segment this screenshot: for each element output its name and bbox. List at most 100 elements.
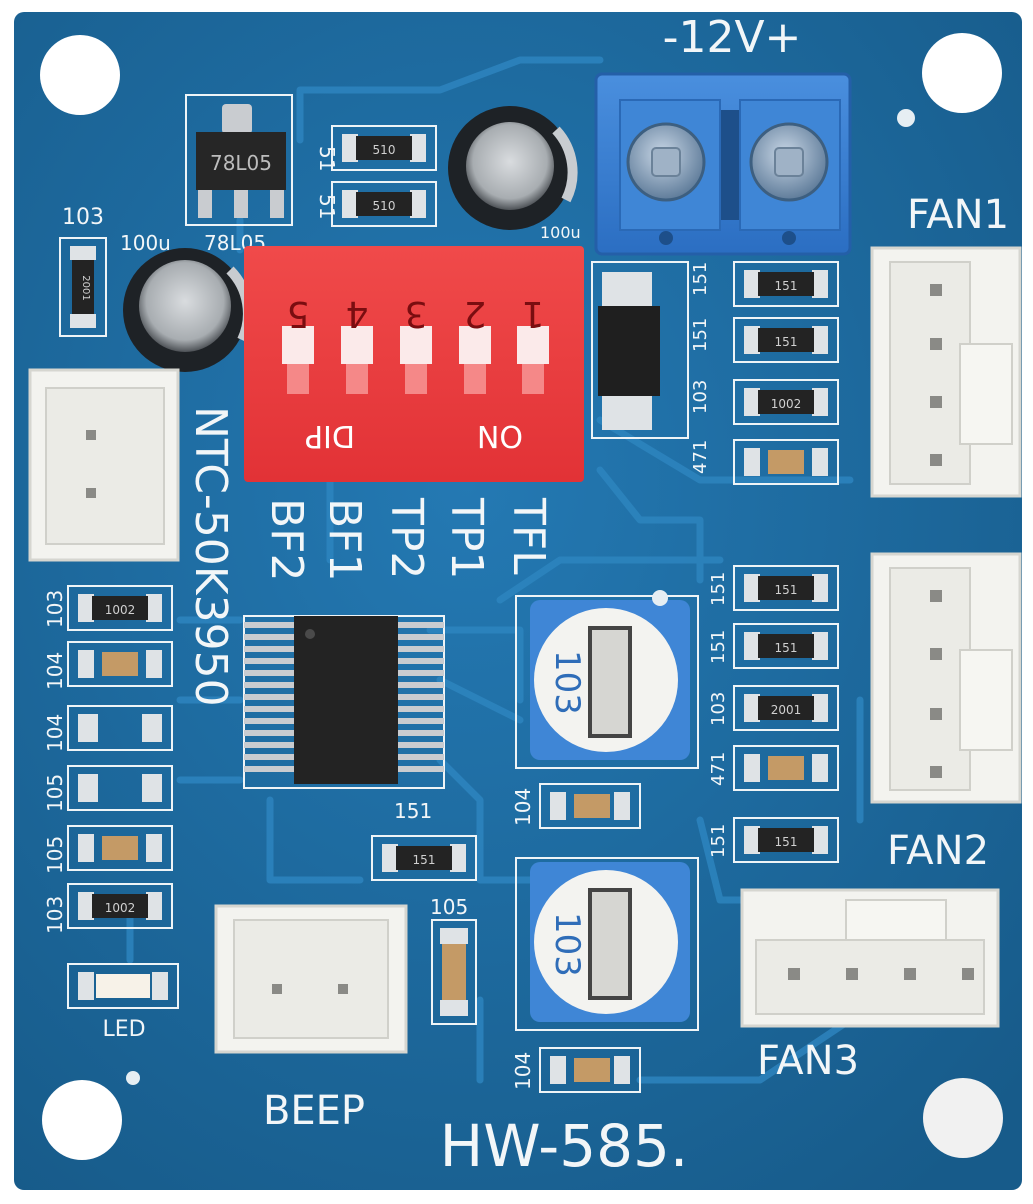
svg-text:103: 103 [43,896,67,934]
dip-switch-3[interactable] [400,326,432,394]
regulator-marking: 78L05 [210,151,272,175]
svg-text:151: 151 [775,279,798,293]
power-label: -12V+ [663,12,802,63]
mounting-hole-bl [42,1080,122,1160]
fan1-connector[interactable] [870,246,1022,498]
resistor-top-1: 510 [331,125,437,171]
mounting-holes [40,33,1003,1160]
svg-text:151: 151 [775,583,798,597]
mounting-hole-tr [922,33,1002,113]
resistor-103-top: 2001 [59,237,107,337]
mounting-hole-tl [40,35,120,115]
dip-number-4: 4 [346,293,369,334]
fan2-r3: 2001 [733,685,839,731]
cap-104b-label: 104 [511,1052,535,1090]
r103-top-code: 2001 [80,275,91,300]
fan3-connector[interactable] [740,888,1000,1028]
fan2-r1: 151 [733,565,839,611]
dip-number-5: 5 [287,293,310,334]
pot1-marking: 103 [547,650,587,715]
left-c3 [67,765,173,811]
fan2-r2: 151 [733,623,839,669]
svg-text:151: 151 [708,630,729,664]
fan3-label: FAN3 [757,1038,859,1084]
svg-text:471: 471 [690,440,711,474]
svg-text:1002: 1002 [771,397,802,411]
fan2-connector[interactable] [870,552,1022,804]
dip-number-2: 2 [464,293,487,334]
fan1-r2: 151 [733,317,839,363]
fan3-r-label: 151 [708,824,729,858]
svg-text:104: 104 [43,714,67,752]
microcontroller-ic [243,615,445,789]
dip-switch-1[interactable] [517,326,549,394]
capacitor-left [123,248,253,372]
dip-number-1: 1 [522,293,545,334]
mounting-hole-br [923,1078,1003,1158]
left-c2 [67,705,173,751]
svg-text:151: 151 [690,262,711,296]
capacitor-top [448,106,578,230]
r-top-2-label: 51 [315,194,339,219]
beep-label: BEEP [263,1088,365,1134]
fn-label-tp2: TP2 [381,497,432,579]
pcb-traces [126,56,884,1084]
r103-top-label: 103 [62,205,104,230]
fan2-c1 [733,745,839,791]
fan1-label: FAN1 [907,192,1009,238]
status-led [67,963,179,1009]
dip-on-label: ON [477,418,523,453]
fan3-r-code: 151 [775,835,798,849]
cap-104a-label: 104 [511,788,535,826]
board-model-label: HW-585. [440,1112,689,1180]
ntc-label: NTC-50K3950 [185,406,236,707]
svg-text:103: 103 [690,380,711,414]
fan1-resistors: 151 151 1002 151 151 103 471 [690,261,839,485]
dip-switch-2[interactable] [459,326,491,394]
cap-left-label: 100u [120,231,171,255]
svg-text:105: 105 [43,774,67,812]
fan3-resistor: 151 [733,817,839,863]
left-c4 [67,825,173,871]
r-mid-151-top-label: 151 [394,799,432,823]
svg-text:104: 104 [43,652,67,690]
left-c1 [67,641,173,687]
capacitor-104-b [539,1047,641,1093]
svg-text:103: 103 [708,692,729,726]
capacitor-104-a [539,783,641,829]
svg-text:471: 471 [708,752,729,786]
svg-text:151: 151 [775,335,798,349]
dip-switch-4[interactable] [341,326,373,394]
svg-text:151: 151 [775,641,798,655]
fn-label-bf1: BF1 [319,498,370,582]
fn-label-bf2: BF2 [261,498,312,582]
fan1-r3: 1002 [733,379,839,425]
fn-label-tfl: TFL [503,497,554,575]
svg-text:151: 151 [690,318,711,352]
svg-text:151: 151 [708,572,729,606]
dip-label: DIP [305,418,355,453]
r-top-1-label: 51 [315,146,339,171]
fn-label-tp1: TP1 [441,497,492,579]
r-top-2-code: 510 [373,199,396,213]
svg-text:1002: 1002 [105,901,136,915]
resistor-top-2: 510 [331,181,437,227]
ntc-connector[interactable] [28,368,180,562]
led-label: LED [102,1017,145,1042]
diode [591,261,689,439]
dip-switch-5[interactable] [282,326,314,394]
dip-switch[interactable]: 5 4 3 2 1 DIP ON [244,246,584,482]
beep-connector[interactable] [214,904,408,1054]
fan1-c1 [733,439,839,485]
potentiometer-2[interactable]: 103 [515,857,699,1031]
dip-number-3: 3 [405,293,428,334]
voltage-regulator: 78L05 [185,94,293,226]
left-r1: 1002 [67,585,173,631]
svg-text:105: 105 [43,836,67,874]
resistor-mid-151: 151 [371,835,477,881]
fan1-r1: 151 [733,261,839,307]
power-terminal-block[interactable] [594,72,852,256]
potentiometer-1[interactable]: 103 [515,595,699,769]
fan2-resistors: 151 151 2001 151 151 103 471 [708,565,839,791]
